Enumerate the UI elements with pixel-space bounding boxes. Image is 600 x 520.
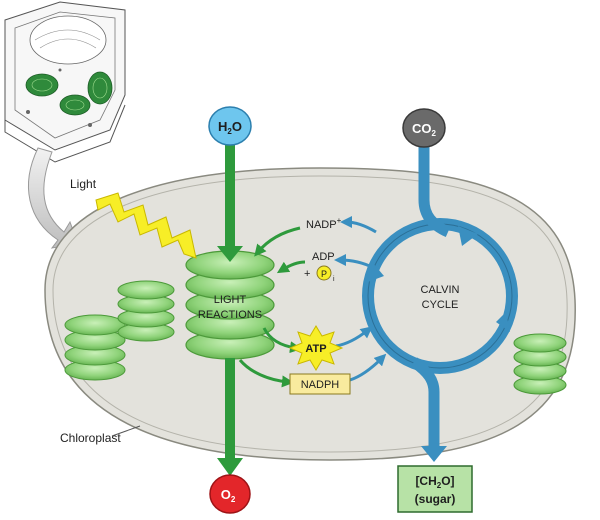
granum-stack-left-1 [64,314,126,381]
light-reactions-stack [185,250,275,360]
sugar-output-box: [CH2O] (sugar) [397,465,473,513]
co2-input-badge: CO2 [402,108,446,148]
adp-to-light-arrow [276,260,306,274]
oxygen-output-badge: O2 [209,474,251,514]
atp-star: ATP [288,325,344,371]
water-input-badge: H2O [208,106,252,146]
light-reactions-label-2: REACTIONS [198,309,262,321]
calvin-to-nadp-arrow [340,216,377,234]
sugar-label: (sugar) [415,492,456,506]
nadph-label: NADPH [301,379,340,391]
granum-stack-left-2 [117,280,175,342]
granum-stack-right [513,333,567,395]
oxygen-flow-arrow [217,358,243,476]
light-reactions-label-1: LIGHT [214,294,247,306]
cycle-arrowhead-right [496,312,510,332]
light-bolt-icon [95,192,197,259]
calvin-to-adp-arrow [334,254,375,270]
atp-label: ATP [305,343,326,355]
chloroplast-leader-line [111,425,141,437]
plant-cell-illustration [4,1,126,163]
light-label: Light [70,177,97,191]
light-to-nadph-arrow [238,358,294,388]
svg-text:O2: O2 [221,487,236,504]
nadph-to-calvin-arrow [349,353,387,382]
sugar-flow-arrow [410,357,447,462]
phosphate-letter: P [321,269,327,279]
chloroplast-envelope-inner [52,175,568,453]
plus-label: + [304,268,310,280]
cycle-arrowhead-top [458,226,478,246]
chloroplast-envelope-outer [44,167,576,461]
atp-to-calvin-arrow [335,326,373,348]
adp-label: ADP [312,251,335,263]
nadp-plus-label: NADP+ [306,216,342,231]
calvin-cycle-label-2: CYCLE [422,299,459,311]
phosphate-icon: P i [316,265,335,283]
svg-text:H2O: H2O [218,119,242,136]
chloroplast-label: Chloroplast [60,431,121,445]
water-flow-arrow [217,140,243,262]
phosphate-sub: i [333,276,335,283]
calvin-cycle-label-1: CALVIN [421,284,460,296]
co2-flow-arrow [418,142,451,238]
svg-text:CO2: CO2 [412,121,437,138]
nadp-to-light-arrow [254,226,301,257]
nadph-box: NADPH [289,373,351,395]
svg-text:[CH2O]: [CH2O] [415,474,454,490]
